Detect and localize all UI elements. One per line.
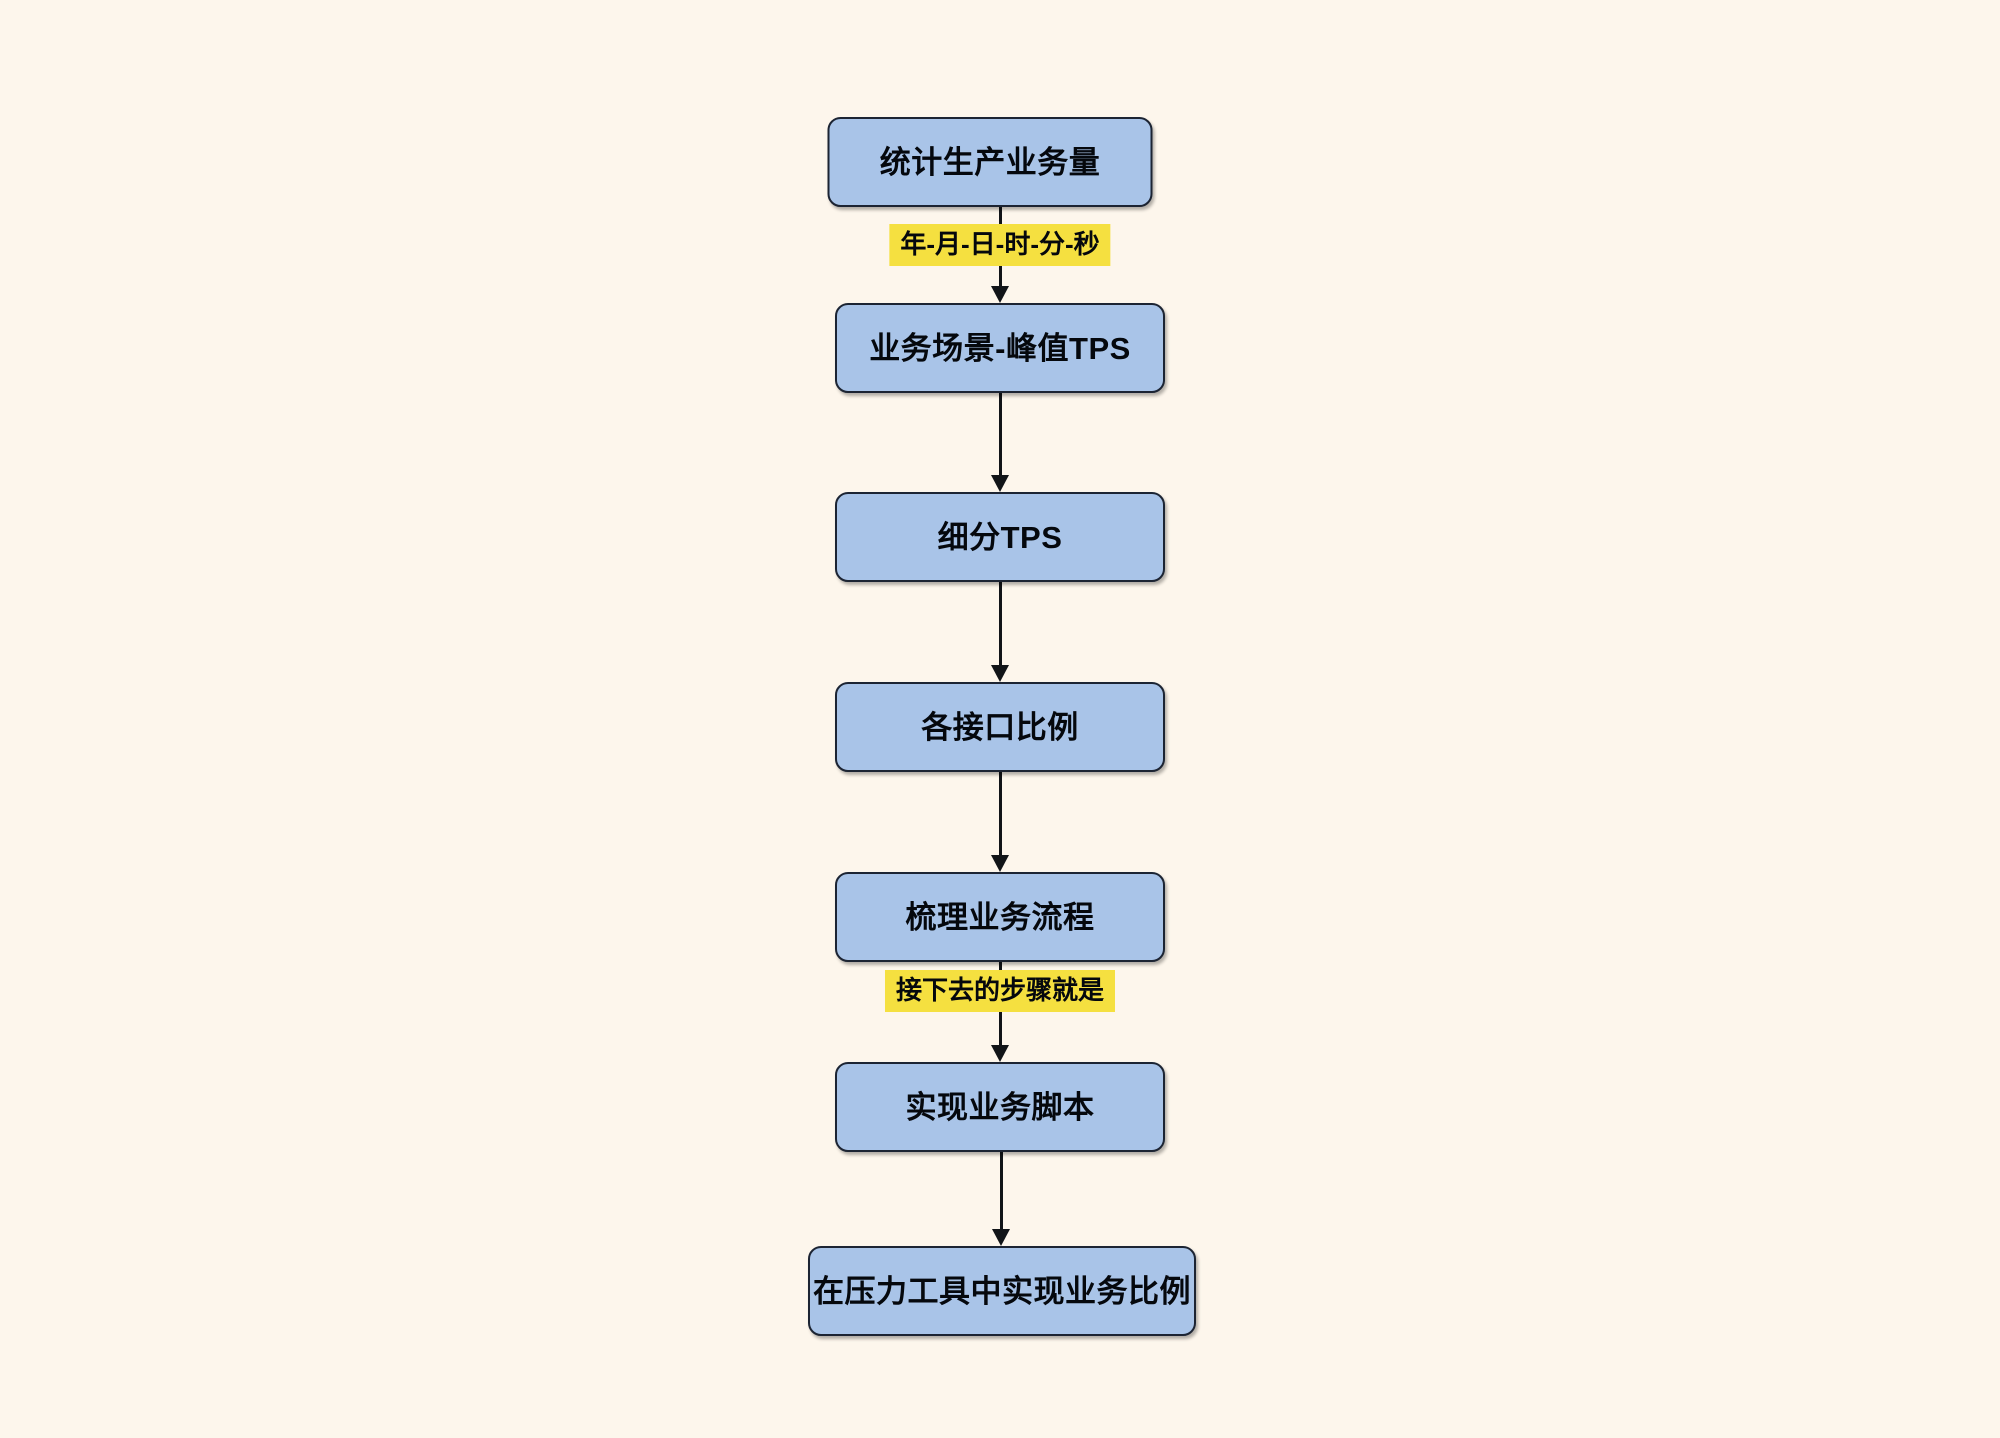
arrowhead-icon	[991, 286, 1009, 303]
arrowhead-icon	[991, 855, 1009, 872]
edge-line	[998, 393, 1002, 477]
flow-node-label: 统计生产业务量	[879, 144, 1101, 180]
edge-label-n5-to-n6: 接下去的步骤就是	[884, 970, 1116, 1012]
flow-node-n1[interactable]: 统计生产业务量	[827, 117, 1153, 207]
flow-node-n6[interactable]: 实现业务脚本	[835, 1062, 1165, 1152]
flow-node-n7[interactable]: 在压力工具中实现业务比例	[808, 1246, 1196, 1336]
flow-node-label: 在压力工具中实现业务比例	[813, 1273, 1191, 1309]
flow-node-label: 业务场景-峰值TPS	[869, 330, 1131, 366]
edge-n4-to-n5	[980, 772, 1020, 872]
arrowhead-icon	[991, 1045, 1009, 1062]
arrowhead-icon	[991, 475, 1009, 492]
flow-node-label: 细分TPS	[937, 519, 1063, 555]
flow-node-label: 梳理业务流程	[905, 899, 1095, 935]
flow-node-label: 实现业务脚本	[905, 1089, 1095, 1125]
edge-label-n1-to-n2: 年-月-日-时-分-秒	[889, 224, 1111, 266]
flow-node-n4[interactable]: 各接口比例	[835, 682, 1165, 772]
flow-node-label: 各接口比例	[921, 709, 1079, 745]
flow-node-n3[interactable]: 细分TPS	[835, 492, 1165, 582]
edge-line	[998, 582, 1002, 667]
edge-line	[998, 772, 1002, 857]
flow-node-n2[interactable]: 业务场景-峰值TPS	[835, 303, 1165, 393]
arrowhead-icon	[992, 1229, 1010, 1246]
edge-n6-to-n7	[981, 1152, 1021, 1246]
flow-node-n5[interactable]: 梳理业务流程	[835, 872, 1165, 962]
edge-line	[999, 1152, 1003, 1231]
arrowhead-icon	[991, 665, 1009, 682]
edge-n2-to-n3	[980, 393, 1020, 492]
edge-n3-to-n4	[980, 582, 1020, 682]
